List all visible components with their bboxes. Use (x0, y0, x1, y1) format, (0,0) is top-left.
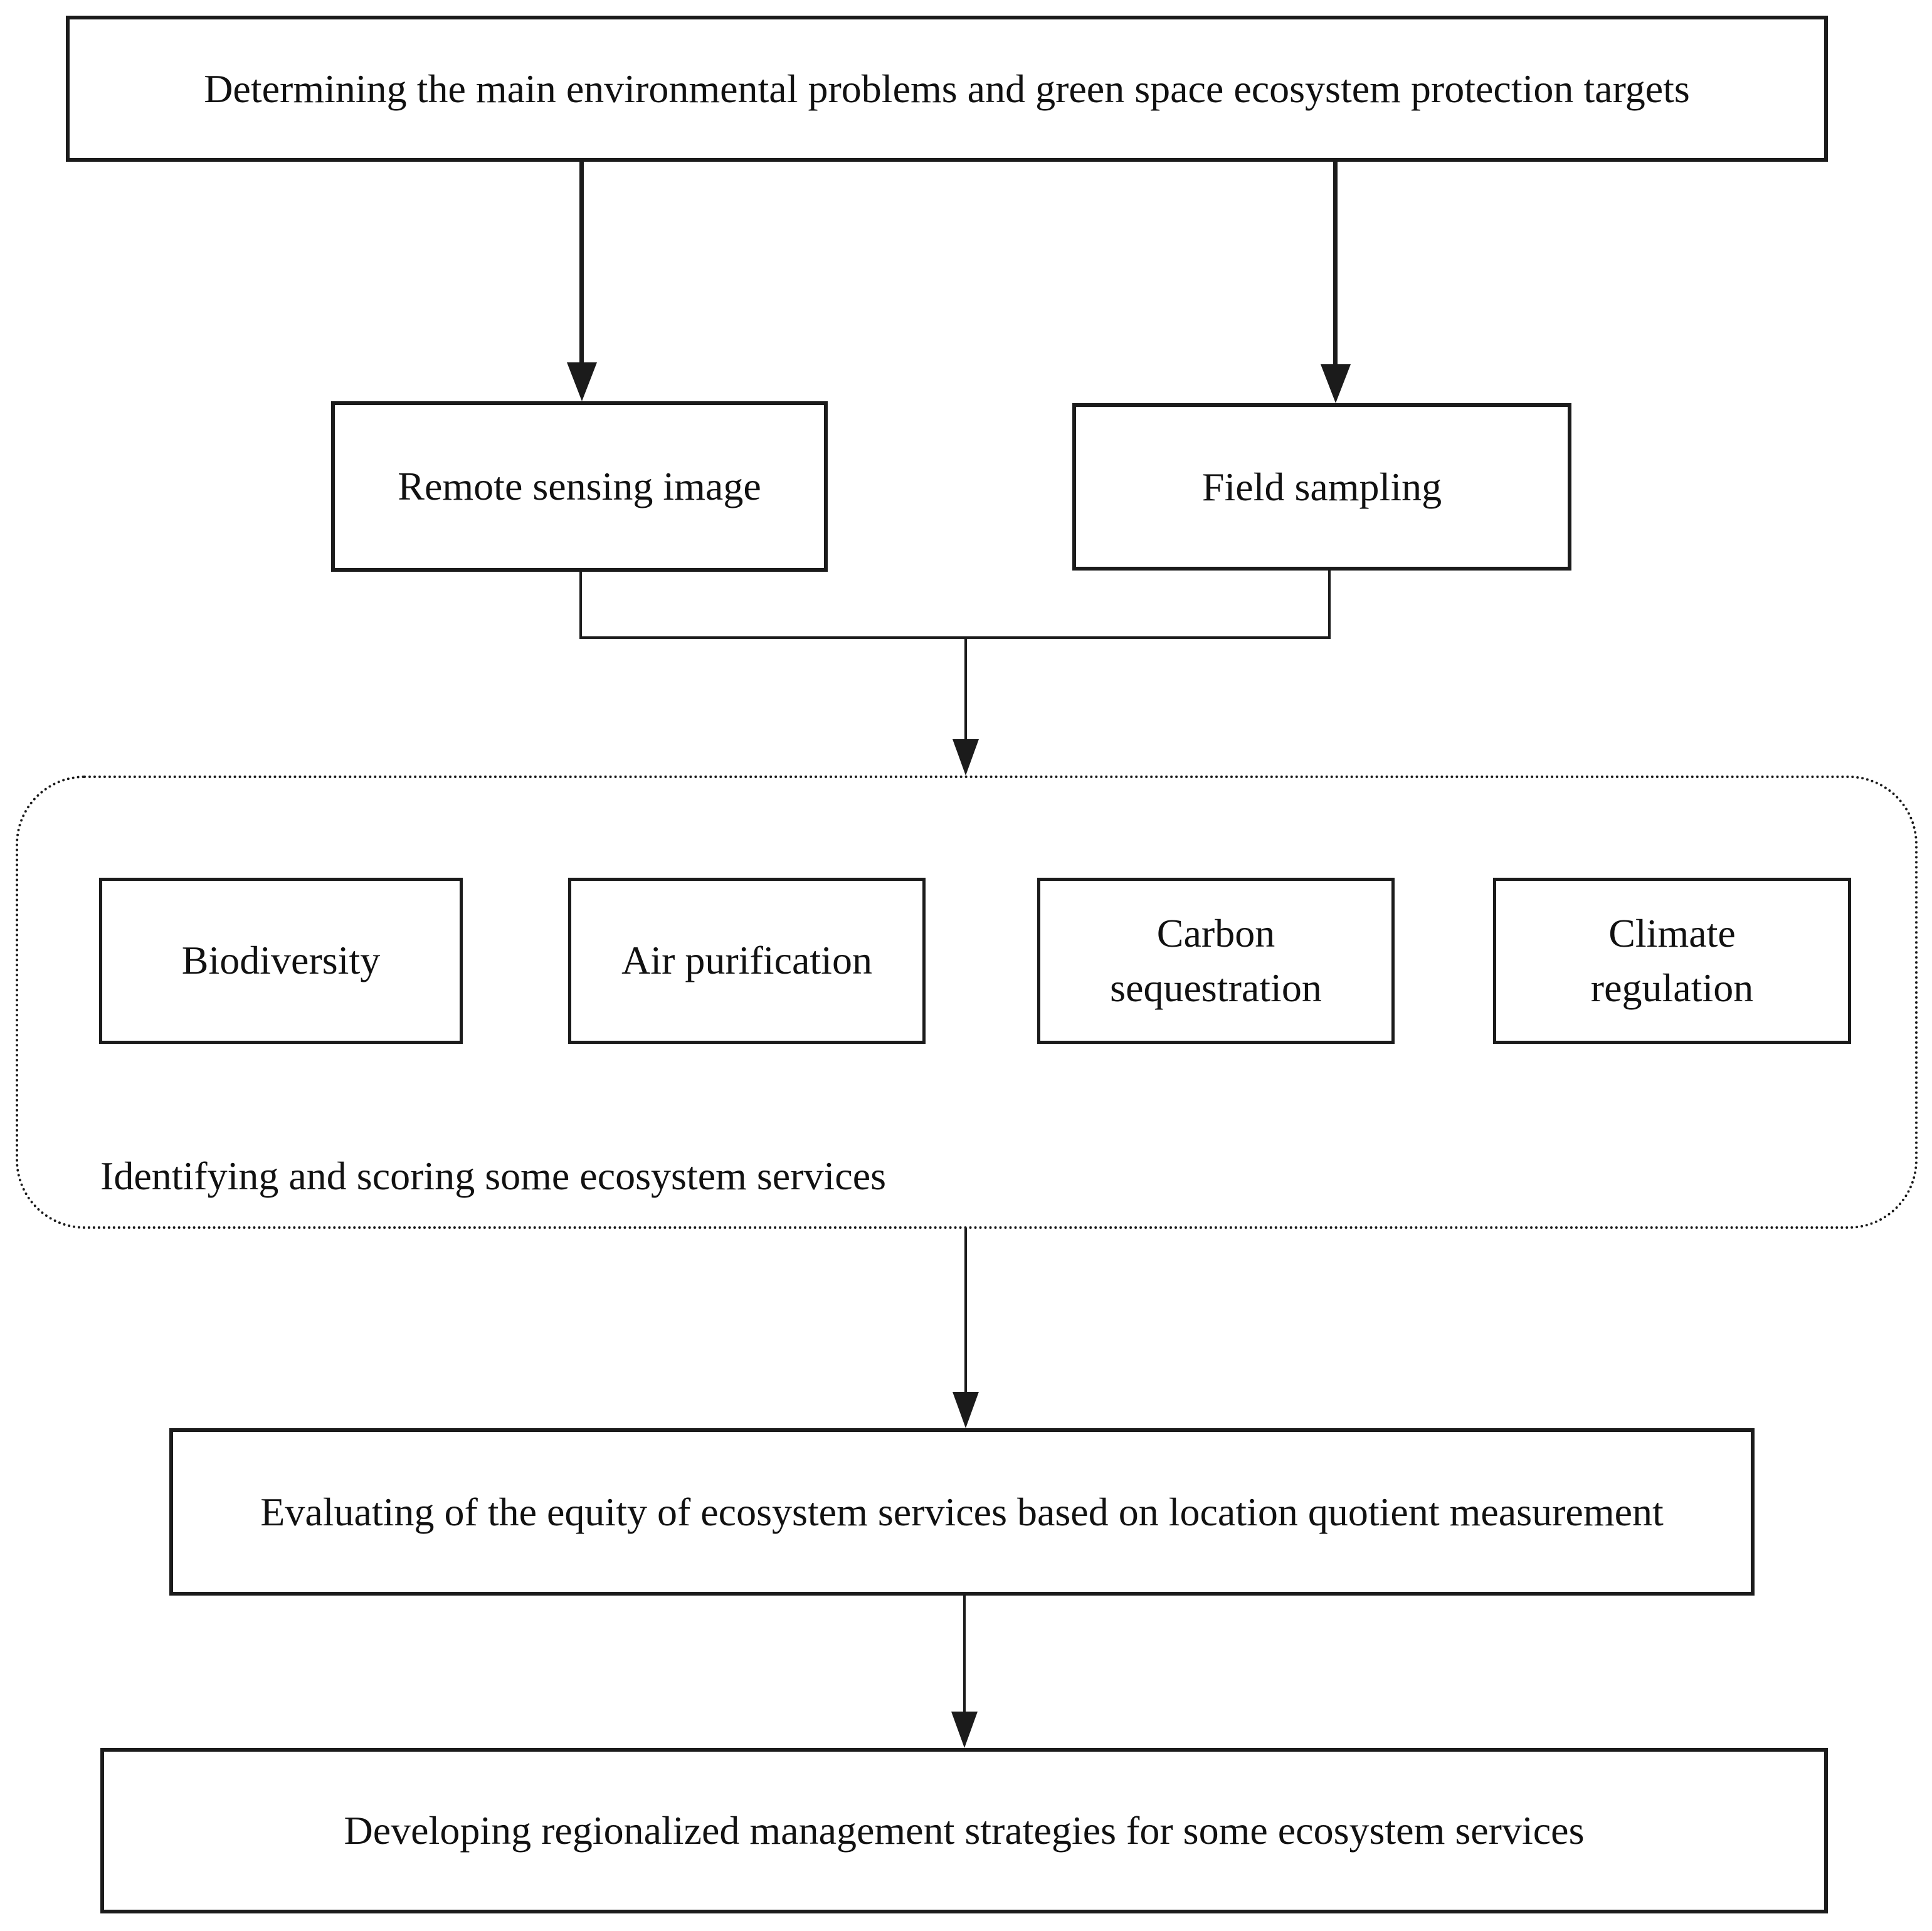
node-air-purification-label: Air purification (621, 938, 872, 983)
node-remote-sensing: Remote sensing image (331, 401, 828, 572)
arrow-down-icon (567, 362, 597, 401)
node-develop-strategies-label: Developing regionalized management strat… (344, 1808, 1585, 1853)
node-evaluate-equity: Evaluating of the equity of ecosystem se… (169, 1428, 1755, 1596)
node-biodiversity-label: Biodiversity (181, 938, 381, 983)
node-climate-regulation-label: Climate regulation (1590, 911, 1754, 1010)
node-remote-sensing-label: Remote sensing image (398, 464, 761, 509)
node-carbon-sequestration: Carbon sequestration (1037, 878, 1395, 1044)
connector-line (1333, 162, 1338, 367)
connector-line (579, 162, 584, 365)
connector-line (964, 636, 967, 742)
node-air-purification: Air purification (568, 878, 926, 1044)
node-determine-problems-label: Determining the main environmental probl… (204, 66, 1690, 111)
arrow-down-icon (953, 739, 979, 776)
connector-line (579, 636, 1331, 639)
node-carbon-sequestration-label: Carbon sequestration (1110, 911, 1322, 1010)
arrow-down-icon (1321, 364, 1351, 403)
arrow-down-icon (951, 1712, 978, 1748)
connector-line (1328, 571, 1331, 639)
connector-line (579, 572, 582, 639)
node-field-sampling: Field sampling (1072, 403, 1571, 571)
connector-line (963, 1596, 966, 1714)
connector-line (964, 1228, 967, 1394)
node-develop-strategies: Developing regionalized management strat… (100, 1748, 1828, 1913)
node-biodiversity: Biodiversity (99, 878, 463, 1044)
node-field-sampling-label: Field sampling (1201, 464, 1442, 509)
services-group-caption: Identifying and scoring some ecosystem s… (100, 1154, 886, 1198)
arrow-down-icon (953, 1392, 979, 1428)
node-climate-regulation: Climate regulation (1493, 878, 1851, 1044)
node-determine-problems: Determining the main environmental probl… (66, 16, 1828, 162)
node-evaluate-equity-label: Evaluating of the equity of ecosystem se… (260, 1489, 1664, 1534)
